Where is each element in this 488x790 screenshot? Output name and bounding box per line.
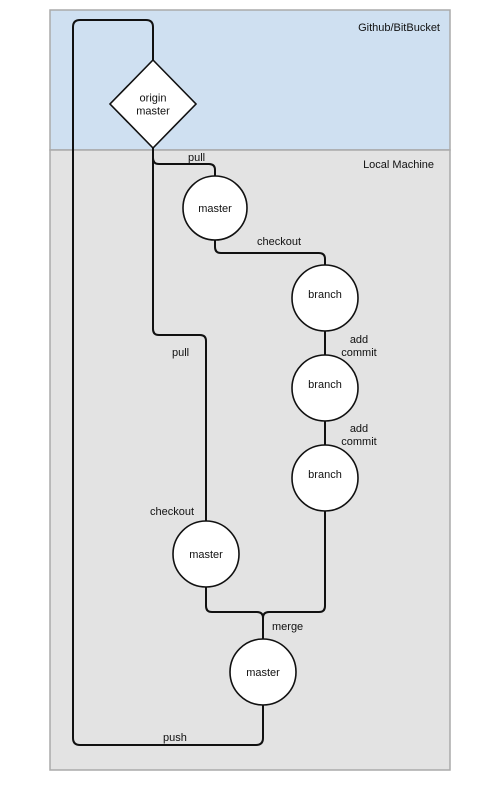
origin-master-diamond: [108, 58, 198, 150]
pull-label-short: pull: [188, 152, 205, 164]
master-mid-circle: [172, 520, 240, 588]
branch-node-1: branch: [291, 264, 359, 332]
branch-3-circle: [291, 444, 359, 512]
branch-1-label: branch: [308, 289, 342, 301]
push-label: push: [163, 732, 187, 744]
remote-region-label: Github/BitBucket: [358, 22, 440, 34]
checkout-label-branch: checkout: [257, 236, 301, 248]
branch-1-circle: [291, 264, 359, 332]
branch-2-circle: [291, 354, 359, 422]
connectors: [72, 19, 326, 746]
master-top-circle: [182, 175, 248, 241]
pull-label-long: pull: [172, 347, 189, 359]
master-top-label: master: [198, 203, 232, 215]
push-connector: [72, 19, 264, 746]
branch-2-label: branch: [308, 379, 342, 391]
pull-connector-long: [152, 148, 207, 521]
merge-connector-branch: [262, 511, 326, 619]
branch-node-2: branch: [291, 354, 359, 422]
master-mid-label: master: [189, 549, 223, 561]
branch-3-label: branch: [308, 469, 342, 481]
checkout-label-master: checkout: [150, 506, 194, 518]
master-bottom-label: master: [246, 667, 280, 679]
master-mid-node: master: [172, 520, 240, 588]
master-bottom-circle: [229, 638, 297, 706]
merge-label: merge: [272, 621, 303, 633]
checkout-branch-connector: [214, 240, 326, 265]
master-bottom-node: master: [229, 638, 297, 706]
master-top-node: master: [182, 175, 248, 241]
remote-region: [49, 9, 451, 151]
local-region-label: Local Machine: [363, 159, 434, 171]
branch-node-3: branch: [291, 444, 359, 512]
